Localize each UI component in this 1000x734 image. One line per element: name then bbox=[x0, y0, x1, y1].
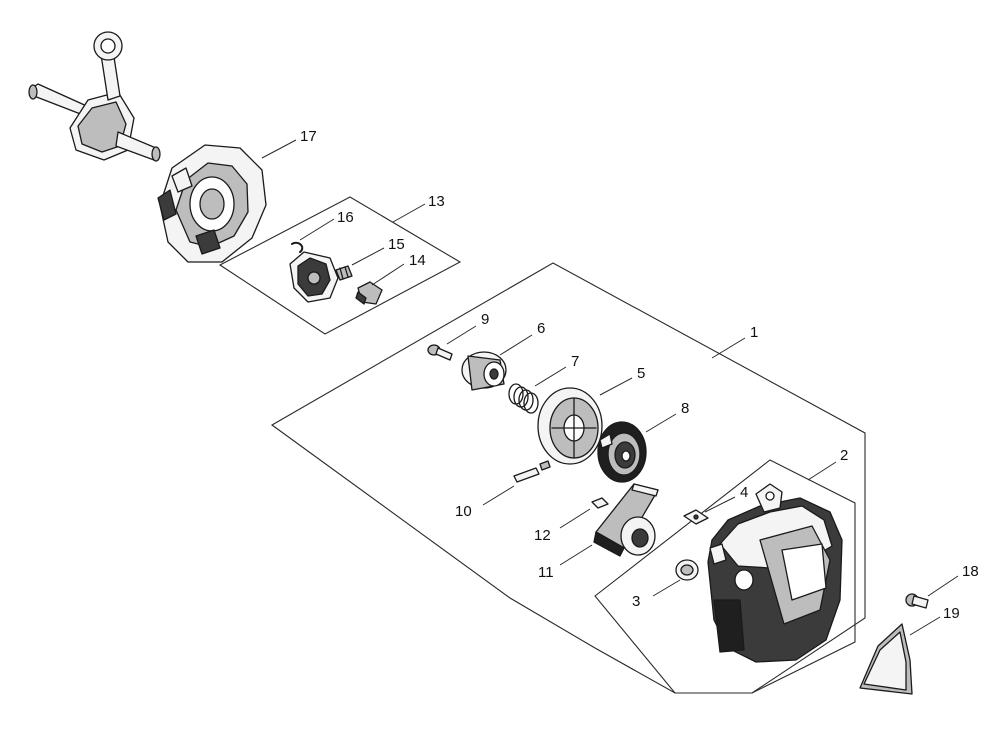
pawl-part-14 bbox=[355, 281, 383, 305]
group-box-2 bbox=[594, 459, 856, 694]
leader-12 bbox=[559, 508, 591, 529]
crankshaft-part bbox=[28, 31, 161, 162]
pawl-carrier-part bbox=[289, 251, 339, 303]
spring-part-15 bbox=[335, 265, 353, 281]
leader-1 bbox=[711, 337, 746, 359]
circlip-part-16 bbox=[291, 241, 304, 253]
callout-19: 19 bbox=[943, 605, 960, 622]
leader-9 bbox=[446, 325, 477, 345]
callout-13: 13 bbox=[428, 193, 445, 210]
leader-15 bbox=[351, 247, 385, 266]
group-box-13 bbox=[218, 196, 462, 335]
callout-2: 2 bbox=[840, 447, 848, 464]
callout-8: 8 bbox=[681, 400, 689, 417]
leader-16 bbox=[299, 218, 335, 241]
leader-8 bbox=[645, 413, 677, 433]
nut-part-12 bbox=[591, 497, 609, 509]
callout-6: 6 bbox=[537, 320, 545, 337]
screw-part-9 bbox=[427, 344, 453, 361]
leader-13 bbox=[392, 203, 426, 223]
pulley-part-5 bbox=[537, 387, 603, 465]
callout-4: 4 bbox=[740, 484, 748, 501]
leader-11 bbox=[559, 544, 593, 566]
handle-part-11 bbox=[593, 483, 659, 557]
leader-17 bbox=[261, 139, 297, 159]
hub-part-6 bbox=[461, 351, 507, 391]
callout-1: 1 bbox=[750, 324, 758, 341]
callout-9: 9 bbox=[481, 311, 489, 328]
callout-11: 11 bbox=[538, 564, 554, 581]
leader-lines bbox=[261, 139, 959, 636]
coil-spring-part-7 bbox=[508, 383, 539, 414]
leader-19 bbox=[909, 616, 941, 636]
callout-5: 5 bbox=[637, 365, 645, 382]
leader-10 bbox=[482, 485, 515, 506]
callout-18: 18 bbox=[962, 563, 979, 580]
callout-12: 12 bbox=[534, 527, 551, 544]
pin-part-10 bbox=[513, 460, 551, 483]
leader-5 bbox=[599, 377, 633, 396]
callout-17: 17 bbox=[300, 128, 317, 145]
leader-2 bbox=[807, 461, 837, 481]
bolt-part-18 bbox=[905, 593, 929, 609]
leader-18 bbox=[927, 575, 959, 597]
callout-15: 15 bbox=[388, 236, 405, 253]
recoil-spring-part-8 bbox=[597, 421, 647, 483]
leader-3 bbox=[652, 579, 681, 597]
grommet-part-3 bbox=[675, 559, 699, 581]
leader-4 bbox=[704, 496, 736, 513]
callout-16: 16 bbox=[337, 209, 354, 226]
leader-7 bbox=[534, 366, 567, 387]
square-nut-part-4 bbox=[683, 509, 709, 525]
leader-6 bbox=[499, 334, 533, 356]
callout-7: 7 bbox=[571, 353, 579, 370]
starter-case-part-2 bbox=[707, 483, 843, 663]
cover-plate-part-19 bbox=[859, 623, 913, 695]
flywheel-part-17 bbox=[157, 144, 267, 263]
callout-labels: 1 2 3 4 5 6 7 8 9 10 11 12 13 14 15 16 1… bbox=[300, 128, 979, 622]
callout-3: 3 bbox=[632, 593, 640, 610]
callout-14: 14 bbox=[409, 252, 426, 269]
callout-10: 10 bbox=[455, 503, 472, 520]
leader-14 bbox=[371, 263, 405, 286]
